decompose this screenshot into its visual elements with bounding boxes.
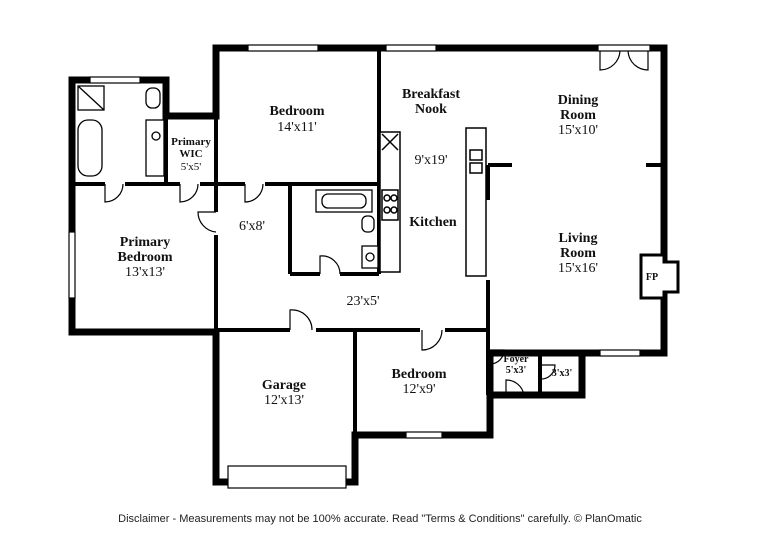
wic-name-line2: WIC [179,148,202,160]
nook-dim: 9'x19' [414,153,447,168]
living-name-line1: Living [559,231,598,246]
dining-doors [597,44,651,71]
kitchen-counters [379,127,487,277]
windows [68,44,641,489]
closet-dim: 3'x3' [552,368,573,379]
dining-name-line1: Dining [558,93,598,108]
fireplace: FP [639,253,680,300]
foyer-name: Foyer [504,354,530,365]
room-labels: Bedroom 14'x11' Breakfast Nook 9'x19' Ki… [118,87,599,408]
bedroom-top-name: Bedroom [270,104,325,119]
disclaimer-text: Disclaimer - Measurements may not be 100… [118,513,642,525]
hallway-dim: 23'x5' [346,294,379,309]
bedroom-top-dim: 14'x11' [277,120,317,135]
breakfast-name-line2: Nook [415,102,447,117]
fireplace-label: FP [646,272,658,283]
breakfast-name-line1: Breakfast [402,87,460,102]
living-name-line2: Room [560,246,596,261]
interior-walls [72,48,664,435]
bedroom-bottom-dim: 12'x9' [402,382,435,397]
wic-dim: 5'x5' [181,161,201,173]
primary-bedroom-name-line1: Primary [120,235,171,250]
primary-bedroom-dim: 13'x13' [125,265,165,280]
dining-dim: 15'x10' [558,123,598,138]
bedroom-bottom-name: Bedroom [392,367,447,382]
primary-bedroom-name-line2: Bedroom [118,250,173,265]
wic-name-line1: Primary [171,136,211,148]
foyer-dim: 5'x3' [506,365,527,376]
garage-dim: 12'x13' [264,393,304,408]
kitchen-name: Kitchen [409,215,457,230]
door-swings [104,183,556,396]
living-dim: 15'x16' [558,261,598,276]
small-hall-dim: 6'x8' [239,219,265,234]
dining-name-line2: Room [560,108,596,123]
bath-fixtures [77,85,379,269]
garage-name: Garage [262,378,306,393]
